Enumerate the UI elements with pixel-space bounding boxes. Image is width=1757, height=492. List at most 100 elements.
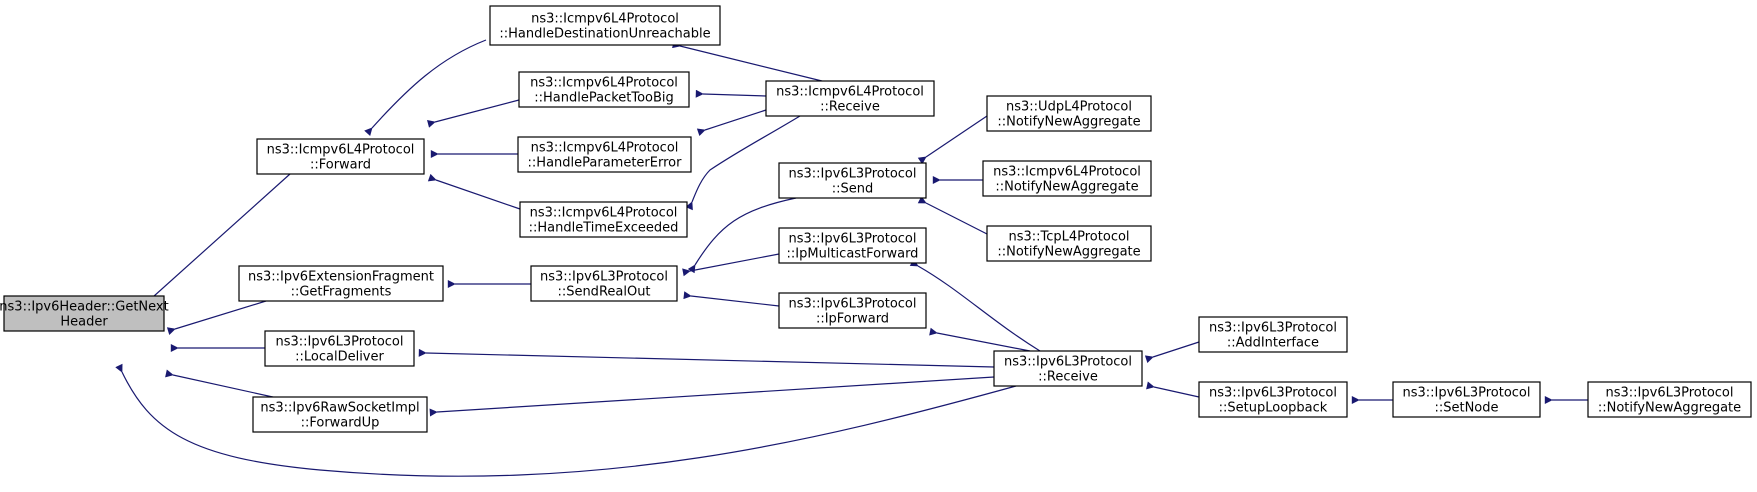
node-box[interactable] xyxy=(1392,381,1541,418)
edge-n12-n17 xyxy=(909,258,1041,352)
node-label: ::SendRealOut xyxy=(557,285,650,300)
node-label: ns3::Ipv6L3Protocol xyxy=(789,167,917,182)
node-n12[interactable]: ns3::Ipv6L3Protocol::IpMulticastForward xyxy=(778,227,927,264)
edge-n1-n6 xyxy=(427,99,520,128)
node-box[interactable] xyxy=(530,265,678,302)
node-n19[interactable]: ns3::Ipv6L3Protocol::SetupLoopback xyxy=(1198,381,1348,418)
node-box[interactable] xyxy=(986,95,1152,132)
node-box[interactable] xyxy=(264,330,415,367)
node-n17[interactable]: ns3::Ipv6L3Protocol::Receive xyxy=(993,350,1143,387)
node-box[interactable] xyxy=(489,5,721,46)
node-n13[interactable]: ns3::Ipv6L3Protocol::IpForward xyxy=(778,292,927,329)
node-n6[interactable]: ns3::Icmpv6L4Protocol::HandlePacketTooBi… xyxy=(518,71,690,108)
node-n3[interactable]: ns3::Ipv6L3Protocol::LocalDeliver xyxy=(264,330,415,367)
node-n11[interactable]: ns3::Ipv6L3Protocol::Send xyxy=(778,162,927,199)
edge-n1-n8 xyxy=(427,173,521,210)
edge-n0-n17 xyxy=(115,363,1017,477)
node-label: ns3::TcpL4Protocol xyxy=(1008,230,1129,245)
edge-n0-n1 xyxy=(125,173,291,322)
node-n2[interactable]: ns3::Ipv6ExtensionFragment::GetFragments xyxy=(238,265,444,302)
node-label: ::NotifyNewAggregate xyxy=(997,115,1140,130)
edge-n1-n5 xyxy=(364,39,487,137)
node-n14[interactable]: ns3::UdpL4Protocol::NotifyNewAggregate xyxy=(986,95,1152,132)
node-n16[interactable]: ns3::TcpL4Protocol::NotifyNewAggregate xyxy=(986,225,1152,262)
node-box[interactable] xyxy=(1198,381,1348,418)
node-n9[interactable]: ns3::Ipv6L3Protocol::SendRealOut xyxy=(530,265,678,302)
node-box[interactable] xyxy=(993,350,1143,387)
node-n20[interactable]: ns3::Ipv6L3Protocol::SetNode xyxy=(1392,381,1541,418)
edge-n11-n14 xyxy=(917,115,988,165)
node-box[interactable] xyxy=(1198,316,1348,353)
node-n7[interactable]: ns3::Icmpv6L4Protocol::HandleParameterEr… xyxy=(517,136,692,173)
node-box[interactable] xyxy=(518,71,690,108)
edge-n17-n19 xyxy=(1146,381,1200,398)
node-label: ::Send xyxy=(832,182,874,197)
node-box[interactable] xyxy=(765,80,935,117)
edge-n0-n2 xyxy=(166,300,267,335)
node-label: ::HandleParameterError xyxy=(528,156,683,171)
node-label: ns3::Ipv6L3Protocol xyxy=(1606,386,1734,401)
node-box[interactable] xyxy=(519,201,688,238)
node-label: ns3::Icmpv6L4Protocol xyxy=(531,141,679,156)
node-box[interactable] xyxy=(778,162,927,199)
edge-n0-n4 xyxy=(165,369,283,400)
node-n10[interactable]: ns3::Icmpv6L4Protocol::Receive xyxy=(765,80,935,117)
node-box[interactable] xyxy=(1587,381,1752,418)
node-label: ns3::Ipv6L3Protocol xyxy=(1004,355,1132,370)
node-n5[interactable]: ns3::Icmpv6L4Protocol::HandleDestination… xyxy=(489,5,721,46)
node-label: ::SetNode xyxy=(1434,401,1498,416)
node-label: ns3::Ipv6L3Protocol xyxy=(276,335,404,350)
node-label: ns3::Ipv6RawSocketImpl xyxy=(260,401,419,416)
node-label: ::NotifyNewAggregate xyxy=(997,245,1140,260)
node-label: ::GetFragments xyxy=(291,285,392,300)
node-label: ::ForwardUp xyxy=(301,416,380,431)
edges-layer xyxy=(115,39,1588,477)
node-box[interactable] xyxy=(778,227,927,264)
edge-n9-n13 xyxy=(683,291,780,307)
node-label: ns3::Ipv6L3Protocol xyxy=(1209,386,1337,401)
node-label: ::AddInterface xyxy=(1227,336,1319,351)
node-box[interactable] xyxy=(252,396,428,433)
node-n21[interactable]: ns3::Ipv6L3Protocol::NotifyNewAggregate xyxy=(1587,381,1752,418)
node-label: ns3::Icmpv6L4Protocol xyxy=(530,76,678,91)
node-label: ::LocalDeliver xyxy=(295,350,384,365)
edge-n6-n10 xyxy=(695,89,767,98)
edge-n17-n18 xyxy=(1144,341,1200,364)
node-box[interactable] xyxy=(986,225,1152,262)
node-label: ::SetupLoopback xyxy=(1219,401,1328,416)
node-box[interactable] xyxy=(982,160,1152,197)
node-label: ns3::Ipv6L3Protocol xyxy=(1209,321,1337,336)
node-label: ::NotifyNewAggregate xyxy=(995,180,1138,195)
node-n1[interactable]: ns3::Icmpv6L4Protocol::Forward xyxy=(256,138,425,175)
node-box[interactable] xyxy=(238,265,444,302)
node-n18[interactable]: ns3::Ipv6L3Protocol::AddInterface xyxy=(1198,316,1348,353)
node-label: ns3::Ipv6ExtensionFragment xyxy=(248,270,434,285)
node-label: ns3::Ipv6L3Protocol xyxy=(789,232,917,247)
node-n8[interactable]: ns3::Icmpv6L4Protocol::HandleTimeExceede… xyxy=(519,201,688,238)
node-label: ns3::Ipv6L3Protocol xyxy=(789,297,917,312)
node-label: ns3::Ipv6Header::GetNext xyxy=(0,300,169,315)
node-label: ns3::Icmpv6L4Protocol xyxy=(776,85,924,100)
edge-n5-n10 xyxy=(672,40,823,82)
node-box[interactable] xyxy=(517,136,692,173)
node-label: ::IpMulticastForward xyxy=(787,247,919,262)
node-n15[interactable]: ns3::Icmpv6L4Protocol::NotifyNewAggregat… xyxy=(982,160,1152,197)
edge-n8-n10 xyxy=(685,115,801,211)
node-label: ::HandlePacketTooBig xyxy=(534,91,674,106)
edge-n4-n17 xyxy=(429,376,995,417)
edge-n13-n17 xyxy=(929,327,1031,352)
node-label: ::HandleTimeExceeded xyxy=(529,221,679,236)
node-label: Header xyxy=(60,315,108,330)
node-label: ns3::Icmpv6L4Protocol xyxy=(993,165,1141,180)
node-label: ns3::Icmpv6L4Protocol xyxy=(530,206,678,221)
node-box[interactable] xyxy=(256,138,425,175)
edge-n3-n17 xyxy=(418,348,995,368)
node-label: ns3::Ipv6L3Protocol xyxy=(540,270,668,285)
node-n4[interactable]: ns3::Ipv6RawSocketImpl::ForwardUp xyxy=(252,396,428,433)
edge-n9-n12 xyxy=(682,253,780,277)
node-box[interactable] xyxy=(3,295,165,332)
node-box[interactable] xyxy=(778,292,927,329)
node-label: ::Forward xyxy=(310,158,371,173)
